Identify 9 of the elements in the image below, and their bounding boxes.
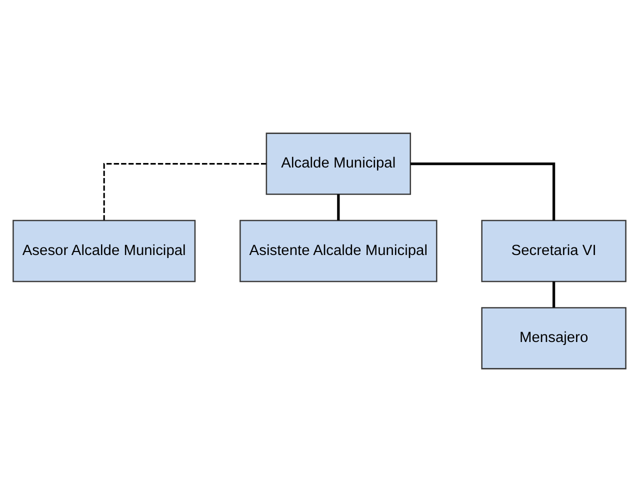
node-box: Alcalde Municipal bbox=[265, 132, 411, 194]
node-box: Asesor Alcalde Municipal bbox=[12, 219, 196, 282]
node-box: Mensajero bbox=[480, 306, 626, 369]
connector bbox=[102, 162, 266, 220]
connector bbox=[410, 162, 555, 220]
node-box: Secretaria VI bbox=[480, 219, 626, 282]
connector bbox=[552, 281, 555, 308]
connector bbox=[336, 194, 340, 220]
node-box: Asistente Alcalde Municipal bbox=[239, 219, 437, 282]
